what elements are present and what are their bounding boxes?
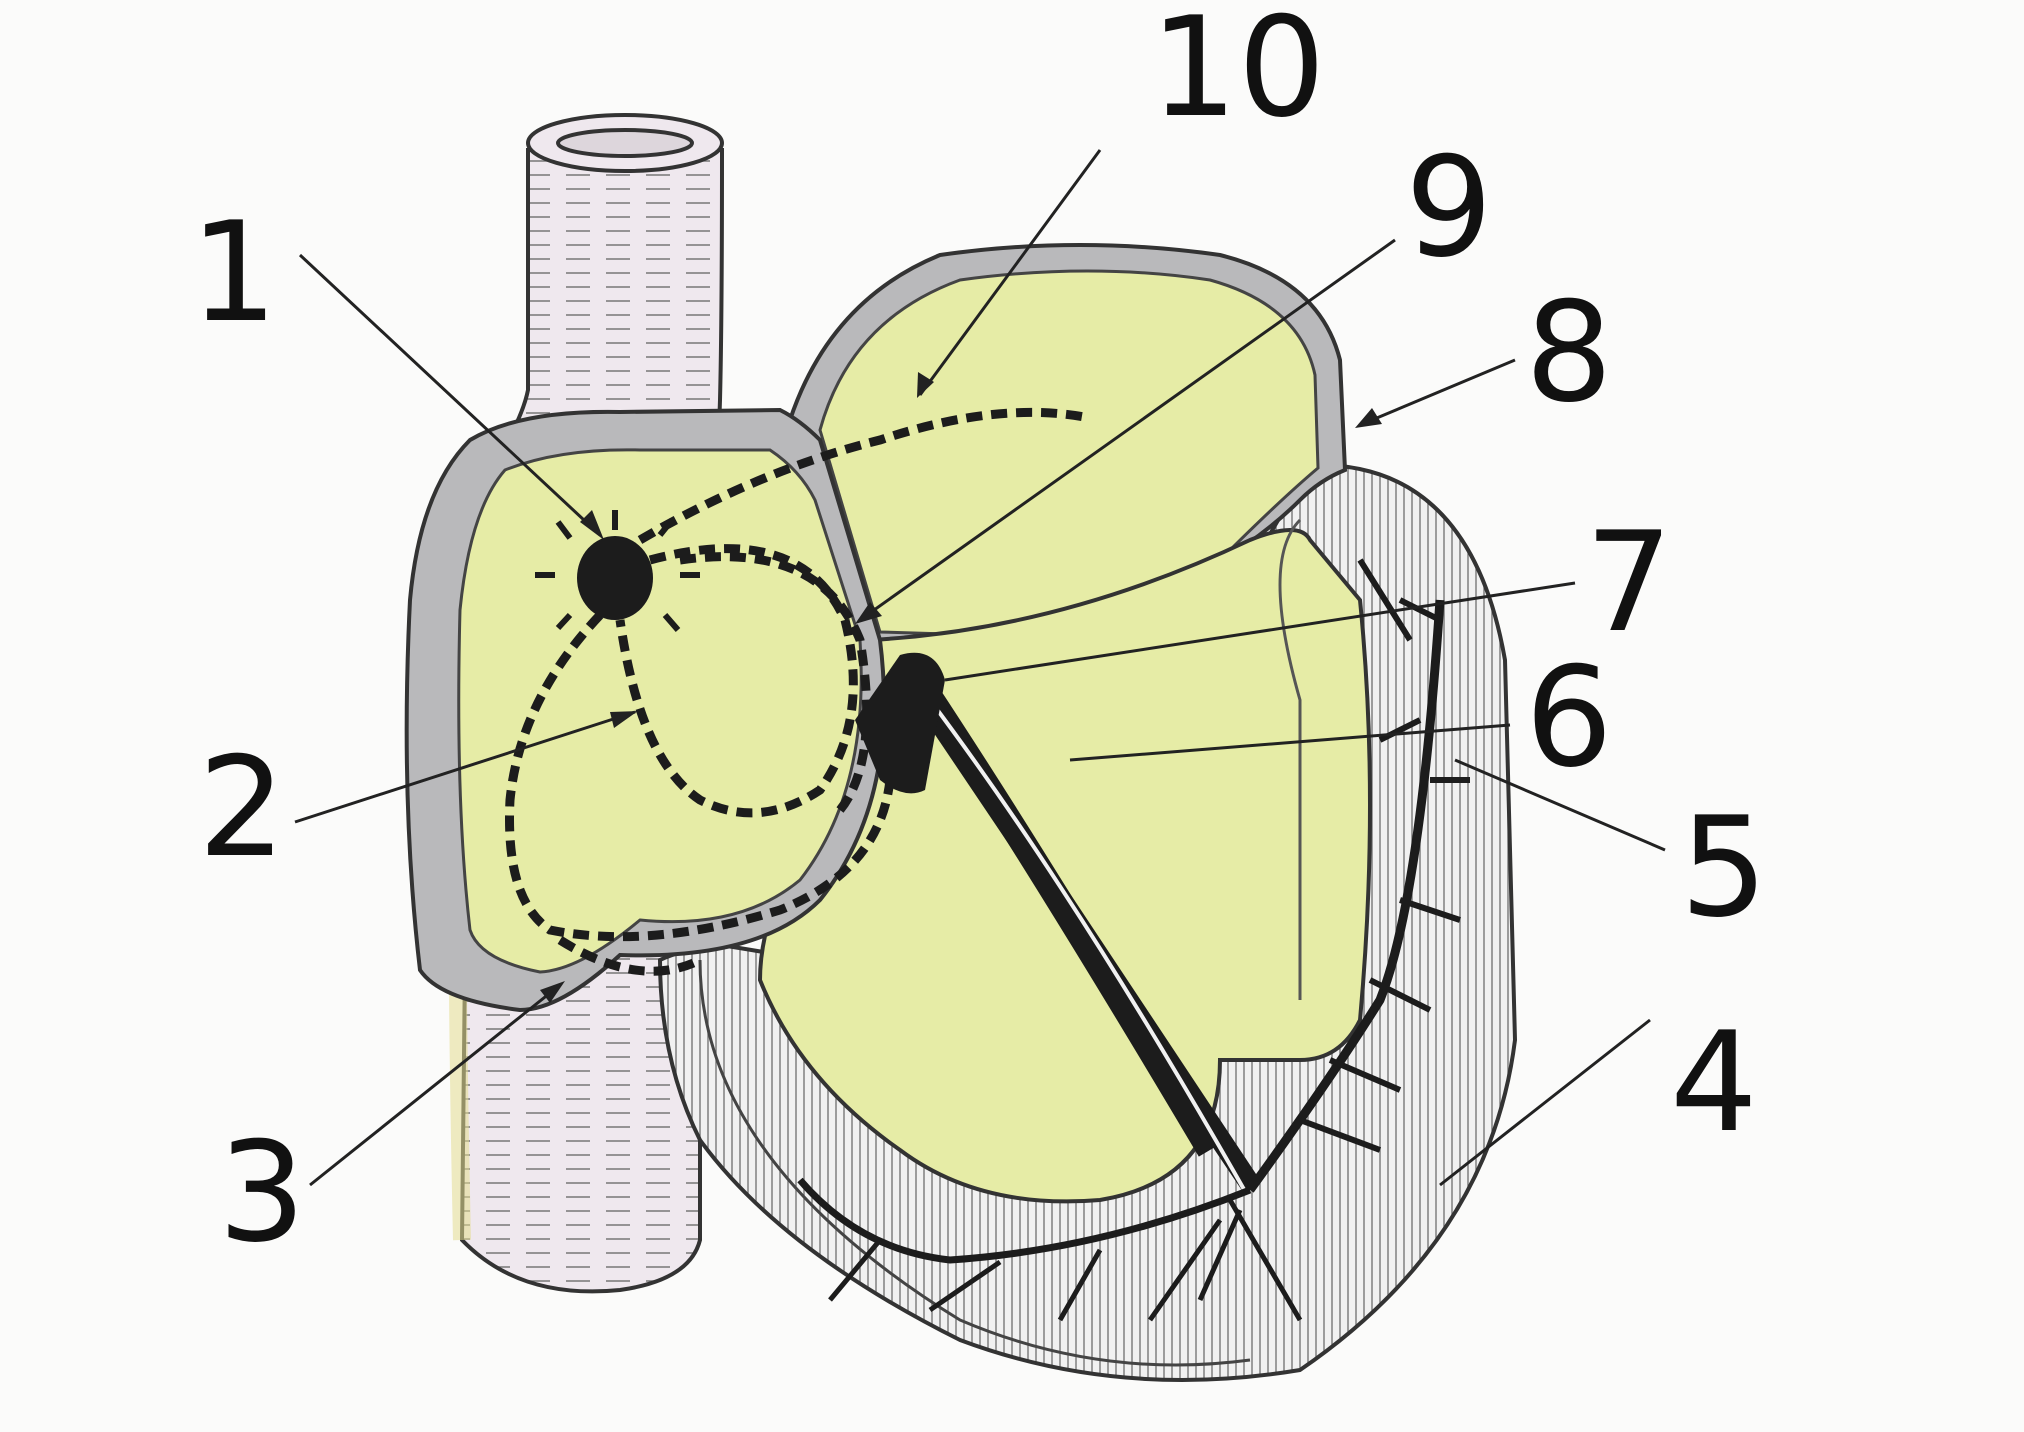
leader-lines [294, 149, 1666, 1187]
leader-3 [309, 983, 561, 1187]
leader-6 [1069, 723, 1511, 762]
label-5: 5 [1680, 787, 1768, 948]
number-labels: 1 2 3 4 5 6 7 8 9 10 [190, 0, 1768, 1273]
av-node [855, 652, 945, 794]
leader-7 [944, 581, 1576, 682]
leader-arrowheads [540, 372, 1382, 1003]
label-8: 8 [1525, 272, 1613, 433]
leader-8 [1359, 358, 1516, 427]
leader-9 [859, 238, 1396, 622]
label-6: 6 [1525, 637, 1613, 798]
label-4: 4 [1670, 1002, 1758, 1163]
leader-10 [918, 149, 1102, 396]
leader-4 [1439, 1018, 1651, 1187]
label-7: 7 [1585, 502, 1673, 663]
leader-2 [294, 710, 636, 824]
label-1: 1 [190, 192, 278, 353]
label-3: 3 [218, 1112, 306, 1273]
bundle-of-his [797, 558, 1470, 1322]
label-2: 2 [198, 727, 286, 888]
conduction-pathways [505, 407, 1091, 976]
label-10: 10 [1150, 0, 1326, 148]
label-9: 9 [1405, 127, 1493, 288]
leader-5 [1454, 758, 1666, 852]
leader-1 [298, 253, 602, 537]
